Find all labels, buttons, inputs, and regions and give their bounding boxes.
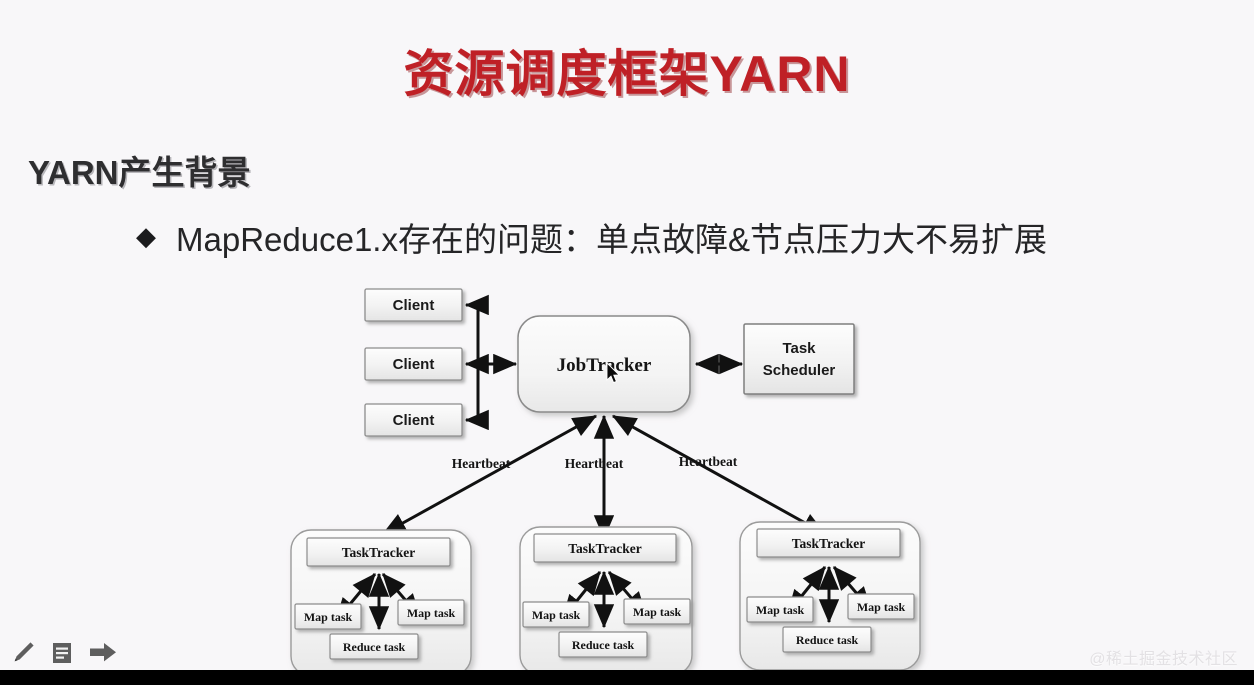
- map-task-label-right: Map task: [407, 606, 456, 620]
- tasktracker-group-1: TaskTracker Map task Map task Reduce tas…: [290, 529, 472, 672]
- reduce-task-label: Reduce task: [572, 638, 635, 652]
- map-task-label-left: Map task: [756, 603, 805, 617]
- tasktracker-group-2: TaskTracker Map task Map task Reduce tas…: [519, 526, 693, 672]
- map-task-label-right: Map task: [633, 605, 682, 619]
- tasktracker-group-3: TaskTracker Map task Map task Reduce tas…: [739, 521, 921, 671]
- client-label: Client: [393, 356, 435, 373]
- client-label: Client: [393, 412, 435, 429]
- bullet-text: MapReduce1.x存在的问题：单点故障&节点压力大不易扩展: [176, 221, 1047, 258]
- bullet-diamond-icon: ◆: [136, 221, 156, 251]
- tasktracker-label: TaskTracker: [568, 541, 642, 556]
- mouse-cursor-pointer: [606, 363, 621, 384]
- watermark: @稀土掘金技术社区: [1089, 651, 1238, 668]
- tasktracker-label: TaskTracker: [792, 536, 866, 551]
- map-task-label-left: Map task: [532, 608, 581, 622]
- page-title: 资源调度框架YARN: [403, 46, 851, 102]
- reduce-task-label: Reduce task: [796, 633, 859, 647]
- jobtracker-box: JobTracker: [517, 315, 691, 413]
- client-jobtracker-connector: [464, 294, 518, 431]
- task-scheduler-label-line2: Scheduler: [763, 362, 836, 379]
- player-controls[interactable]: [10, 640, 118, 666]
- heartbeat-label-center: Heartbeat: [565, 456, 624, 471]
- client-label: Client: [393, 297, 435, 314]
- heartbeat-label-left: Heartbeat: [452, 456, 511, 471]
- heartbeat-arrow-right: [611, 414, 827, 536]
- bottom-letterbox-bar: [0, 670, 1254, 685]
- map-task-label-right: Map task: [857, 600, 906, 614]
- task-scheduler-label-line1: Task: [782, 340, 816, 357]
- tasktracker-label: TaskTracker: [342, 545, 416, 560]
- section-heading: YARN产生背景: [28, 154, 251, 191]
- task-scheduler-box: Task Scheduler: [743, 323, 855, 395]
- share-arrow-icon[interactable]: [88, 640, 118, 666]
- client-box-2: Client: [364, 347, 463, 381]
- heartbeat-label-right: Heartbeat: [679, 454, 738, 469]
- note-icon[interactable]: [50, 640, 74, 666]
- bullet-row: ◆ MapReduce1.x存在的问题：单点故障&节点压力大不易扩展: [136, 213, 1047, 261]
- client-box-1: Client: [364, 288, 463, 322]
- heartbeat-arrow-left: [381, 414, 598, 536]
- pencil-icon[interactable]: [10, 640, 36, 666]
- mapreduce1-architecture-diagram: Client Client Client JobTracker: [280, 272, 950, 672]
- client-box-3: Client: [364, 403, 463, 437]
- reduce-task-label: Reduce task: [343, 640, 406, 654]
- jobtracker-label: JobTracker: [557, 355, 652, 376]
- map-task-label-left: Map task: [304, 610, 353, 624]
